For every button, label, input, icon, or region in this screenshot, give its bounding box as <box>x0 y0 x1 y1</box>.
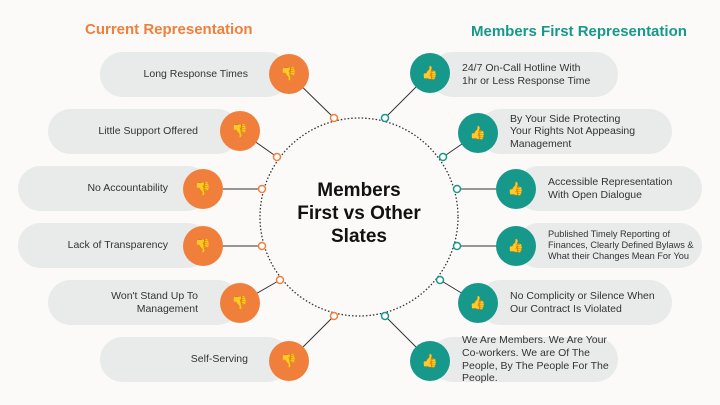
item-label: Lack of Transparency <box>67 239 168 252</box>
connector-dot <box>257 241 267 251</box>
current-representation-heading: Current Representation <box>85 21 253 38</box>
connector-dot <box>275 275 285 285</box>
connector-dot <box>452 184 462 194</box>
item-label: Won't Stand Up To Management <box>111 289 198 315</box>
connector-dot <box>329 113 339 123</box>
thumbs-down-icon: 👎 <box>183 226 223 266</box>
thumbs-down-icon: 👎 <box>220 111 260 151</box>
thumbs-down-icon: 👎 <box>220 283 260 323</box>
center-title-line: Members <box>317 180 401 201</box>
item-label: Little Support Offered <box>98 125 198 138</box>
center-title-line: First vs Other <box>297 202 421 224</box>
members-first-item: Published Timely Reporting of Finances, … <box>516 223 702 268</box>
item-label: Self-Serving <box>190 353 248 366</box>
connector-dot <box>257 184 267 194</box>
current-item: No Accountability <box>18 166 210 211</box>
members-first-item: By Your Side Protecting Your Rights Not … <box>478 109 672 154</box>
current-item: Won't Stand Up To Management <box>48 280 240 325</box>
center-title: Members First vs Other Slates <box>279 180 439 248</box>
connector-dot <box>435 275 445 285</box>
connector-dot <box>438 152 448 162</box>
connector-dot <box>452 241 462 251</box>
item-label: Long Response Times <box>143 68 248 81</box>
center-ring <box>259 117 459 317</box>
connector-dot <box>329 311 339 321</box>
thumbs-up-icon: 👍 <box>496 169 536 209</box>
thumbs-up-icon: 👍 <box>410 341 450 381</box>
connector-dot <box>380 311 390 321</box>
current-item: Self-Serving <box>100 337 290 382</box>
center-title-line: Slates <box>331 225 387 247</box>
members-first-item: 24/7 On-Call Hotline With 1hr or Less Re… <box>430 52 618 97</box>
members-first-item: No Complicity or Silence When Our Contra… <box>478 280 672 325</box>
thumbs-down-icon: 👎 <box>269 341 309 381</box>
current-item: Lack of Transparency <box>18 223 210 268</box>
item-label: 24/7 On-Call Hotline With 1hr or Less Re… <box>462 61 591 87</box>
members-first-item: Accessible Representation With Open Dial… <box>516 166 702 211</box>
current-item: Long Response Times <box>100 52 290 97</box>
members-first-item: We Are Members. We Are Your Co-workers. … <box>430 334 618 385</box>
item-label: Published Timely Reporting of Finances, … <box>548 228 694 262</box>
thumbs-up-icon: 👍 <box>496 226 536 266</box>
current-item: Little Support Offered <box>48 109 240 154</box>
thumbs-up-icon: 👍 <box>458 113 498 153</box>
thumbs-up-icon: 👍 <box>458 283 498 323</box>
thumbs-down-icon: 👎 <box>183 169 223 209</box>
thumbs-up-icon: 👍 <box>410 53 450 93</box>
item-label: By Your Side Protecting Your Rights Not … <box>510 112 636 150</box>
connector-dot <box>272 152 282 162</box>
item-label: Accessible Representation With Open Dial… <box>548 175 673 201</box>
item-label: No Complicity or Silence When Our Contra… <box>510 289 655 315</box>
thumbs-down-icon: 👎 <box>269 54 309 94</box>
item-label: No Accountability <box>87 182 168 195</box>
members-first-heading: Members First Representation <box>471 23 687 40</box>
item-label: We Are Members. We Are Your Co-workers. … <box>462 334 609 385</box>
connector-dot <box>380 113 390 123</box>
